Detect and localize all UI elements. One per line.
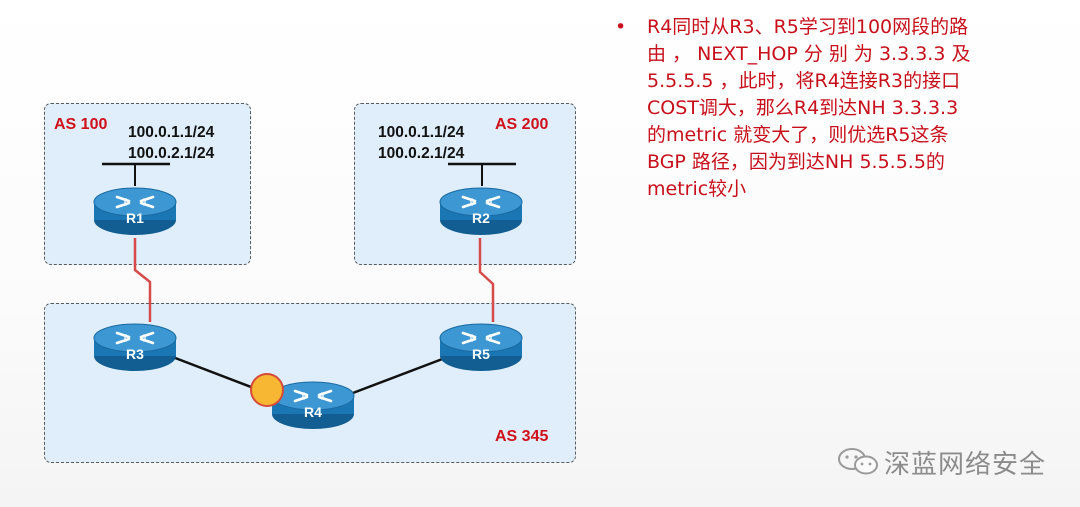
note-line-3: 5.5.5.5 ，此时，将R4连接R3的接口 [647,70,961,92]
router-icon [439,187,523,235]
as200-network-2: 100.0.2.1/24 [378,145,465,162]
as-200-box [354,103,576,265]
as200-network-1: 100.0.1.1/24 [378,124,465,141]
router-icon [271,381,355,429]
watermark-text: 深蓝网络安全 [884,450,1047,480]
as100-network-2: 100.0.2.1/24 [128,145,215,162]
router-name: R4 [304,404,322,420]
router-name: R2 [472,210,490,226]
as-100-box [44,103,251,265]
as-345-label: AS 345 [495,428,549,445]
router-icon [93,323,177,371]
router-r2: R2 [438,186,524,238]
as-100-label: AS 100 [54,116,108,133]
router-name: R3 [126,346,144,362]
router-name: R1 [126,210,144,226]
router-r5: R5 [438,322,524,374]
as100-network-1: 100.0.1.1/24 [128,124,215,141]
note-line-2: 由 ， NEXT_HOP 分 别 为 3.3.3.3 及 [647,43,971,65]
serial-link-r2-r5 [478,238,495,322]
router-icon [93,187,177,235]
note-line-4: COST调大，那么R4到达NH 3.3.3.3 [647,97,959,119]
router-name: R5 [472,346,490,362]
serial-link-r1-r3 [133,238,152,322]
note-line-1: R4同时从R3、R5学习到100网段的路 [647,16,969,38]
note-line-5: 的metric 就变大了，则优选R5这条 [647,124,949,146]
bullet-point: • [615,16,627,38]
as100-network-list: 100.0.1.1/24 100.0.2.1/24 [128,122,214,164]
as200-network-list: 100.0.1.1/24 100.0.2.1/24 [378,122,464,164]
note-line-6: BGP 路径，因为到达NH 5.5.5.5的 [647,151,945,173]
router-r1: R1 [92,186,178,238]
router-r4: R4 [270,380,356,432]
router-r3: R3 [92,322,178,374]
wechat-icon [838,448,878,475]
interface-cost-marker [250,373,284,407]
router-icon [439,323,523,371]
note-line-7: metric较小 [647,178,747,200]
as-200-label: AS 200 [495,116,549,133]
ethernet-link-r4-r5 [344,356,446,398]
